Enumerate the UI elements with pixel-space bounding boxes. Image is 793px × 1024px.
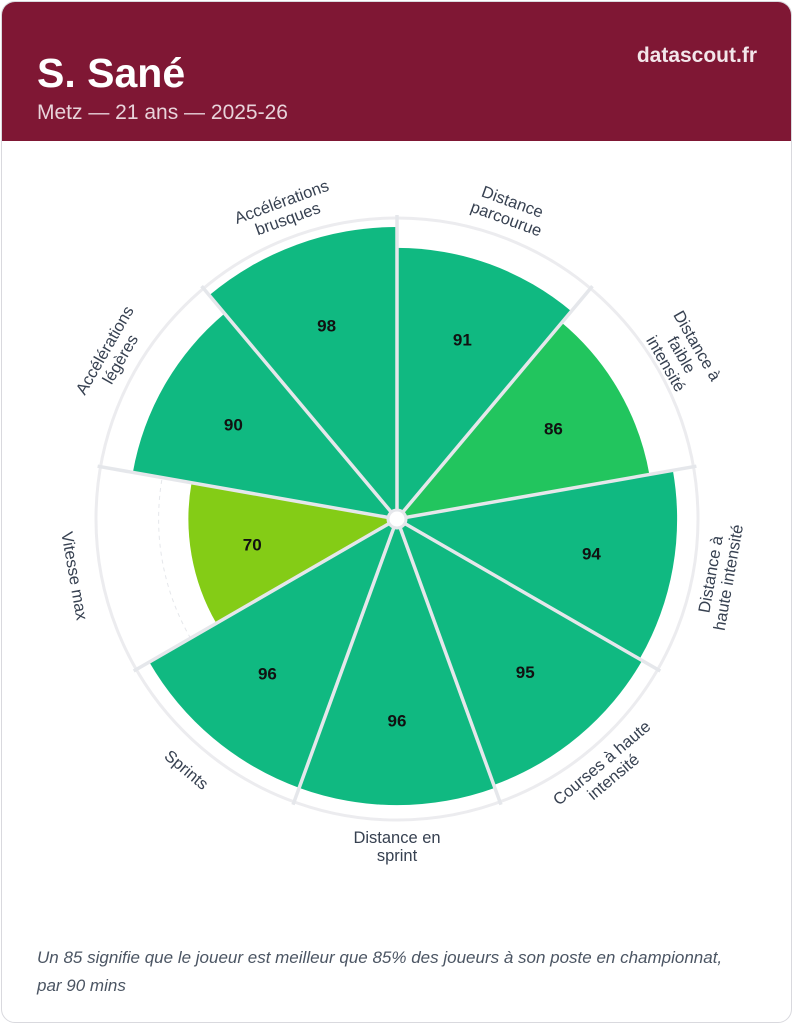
- value-label: 98: [317, 317, 336, 336]
- value-label: 94: [582, 544, 601, 563]
- wedge-8: [209, 226, 397, 519]
- category-label-line: Sprints: [161, 747, 212, 794]
- value-label: 91: [453, 330, 472, 349]
- wedge-separator: [97, 464, 398, 521]
- value-label: 96: [388, 712, 407, 731]
- player-name: S. Sané: [37, 50, 186, 96]
- player-subtitle: Metz — 21 ans — 2025-26: [37, 101, 288, 124]
- value-label: 70: [243, 536, 262, 555]
- value-label: 86: [544, 420, 563, 439]
- center-dot: [386, 508, 408, 530]
- wedge-separator: [395, 518, 503, 806]
- wedge-3: [397, 519, 643, 786]
- wedge-2: [397, 470, 678, 660]
- category-label: Vitesse max: [57, 530, 90, 622]
- footnote: Un 85 signifie que le joueur est meilleu…: [37, 948, 723, 995]
- wedge-1: [397, 322, 650, 519]
- wedge-0: [397, 247, 572, 519]
- brand-link[interactable]: datascout.fr: [636, 44, 757, 67]
- category-label-line: sprint: [377, 847, 418, 865]
- wedge-separator: [396, 517, 662, 673]
- category-label: Sprints: [161, 747, 212, 794]
- header: S. Sané Metz — 21 ans — 2025-26 datascou…: [2, 2, 791, 141]
- wedge-5: [149, 519, 397, 788]
- category-label-line: Distance en: [353, 829, 440, 847]
- wedge-separator: [132, 517, 398, 673]
- value-label: 90: [224, 416, 243, 435]
- category-label-line: Vitesse max: [57, 530, 90, 622]
- wedge-separator: [396, 464, 697, 521]
- wedge-6: [188, 482, 397, 624]
- wedge-separator: [200, 284, 399, 521]
- wedge-4: [299, 519, 495, 806]
- wedge-separator: [291, 518, 399, 806]
- wedge-7: [132, 313, 397, 519]
- wedge-separator: [395, 284, 594, 521]
- value-label: 96: [258, 664, 277, 683]
- value-label: 95: [516, 663, 535, 682]
